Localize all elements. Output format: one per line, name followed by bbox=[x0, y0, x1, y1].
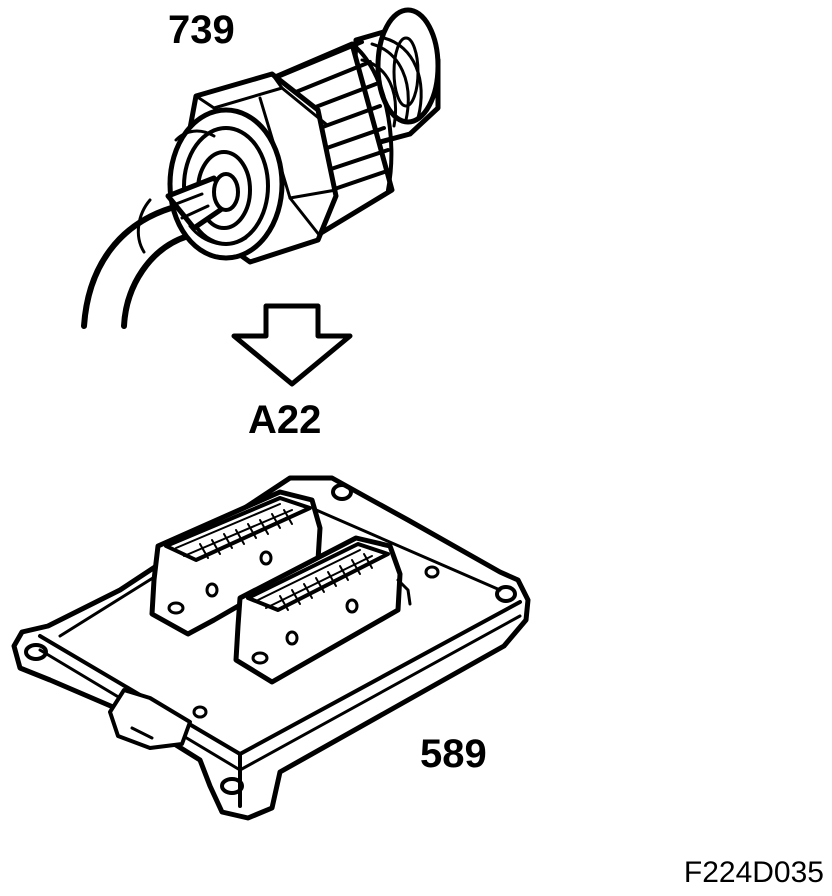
mounting-tabs bbox=[24, 483, 517, 795]
down-arrow-icon bbox=[231, 303, 353, 387]
control-unit-illustration bbox=[11, 475, 531, 821]
housing-clip bbox=[108, 688, 192, 750]
mounting-hole bbox=[220, 777, 244, 795]
mounting-hole bbox=[495, 585, 517, 603]
control-unit-part-number-label: 589 bbox=[420, 732, 487, 776]
sensor-illustration bbox=[81, 7, 441, 329]
sensor-cable-boot bbox=[165, 172, 240, 231]
sensor-cable bbox=[81, 198, 191, 329]
sensor-part-number-label: 739 bbox=[168, 8, 235, 52]
mounting-hole bbox=[192, 705, 208, 719]
connector-label: A22 bbox=[248, 398, 322, 442]
mounting-hole bbox=[424, 565, 440, 579]
mounting-hole bbox=[24, 643, 48, 661]
mounting-hole bbox=[331, 483, 353, 501]
figure-code-label: F224D035 bbox=[683, 856, 824, 889]
connector-socket-front bbox=[233, 535, 412, 685]
